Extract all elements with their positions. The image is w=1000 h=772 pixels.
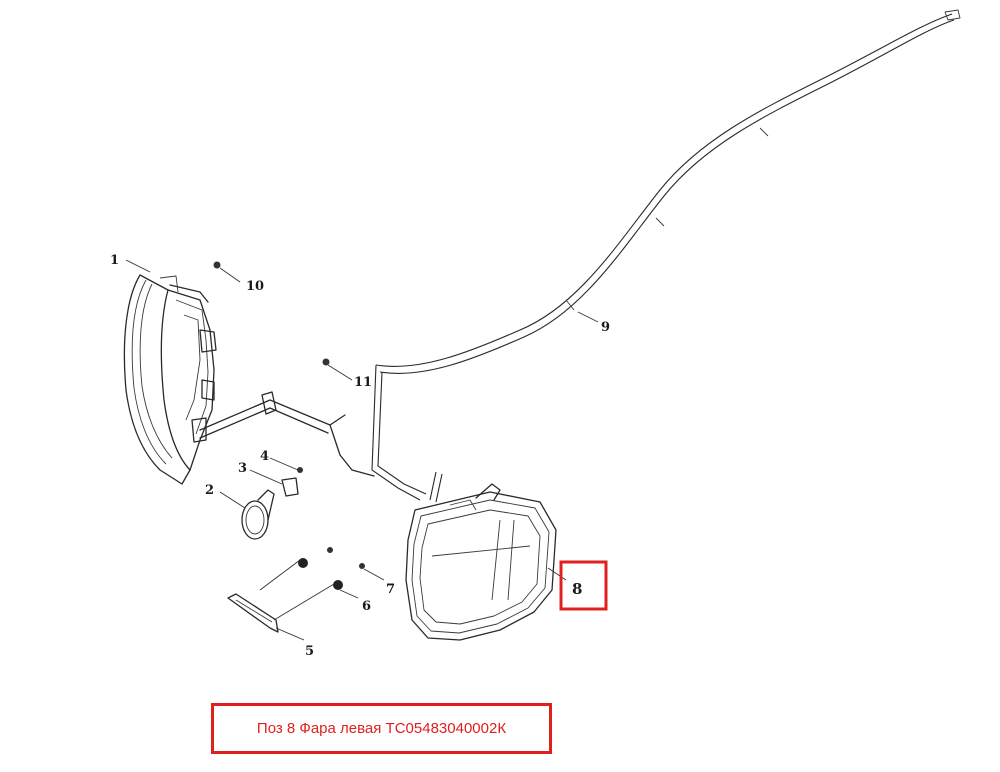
round-part-2 [219,489,275,540]
screw-11 [322,358,353,381]
leader-lines [125,259,599,323]
nuts-6-7 [298,547,385,599]
callout-5: 5 [305,644,314,659]
callout-3: 3 [238,461,247,476]
bracket-harness [199,391,375,477]
trim-strip-5 [227,559,335,641]
callout-4: 4 [260,449,269,464]
callout-7: 7 [386,582,395,597]
highlight-box-8 [559,560,608,611]
callout-10: 10 [246,279,264,294]
callout-6: 6 [362,599,371,614]
callout-2: 2 [205,483,214,498]
small-bracket-3-4 [249,457,303,497]
rear-lamp-housing [123,274,217,485]
callout-11: 11 [354,375,372,390]
screw-10 [213,261,241,283]
part-caption-box: Поз 8 Фара левая ТС05483040002К [211,703,552,754]
part-caption-text: Поз 8 Фара левая ТС05483040002К [256,720,507,737]
callout-8: 8 [572,580,582,598]
callout-1: 1 [110,253,119,268]
washer-hose [371,9,961,503]
callout-9: 9 [601,320,610,335]
headlamp-8 [405,483,567,641]
